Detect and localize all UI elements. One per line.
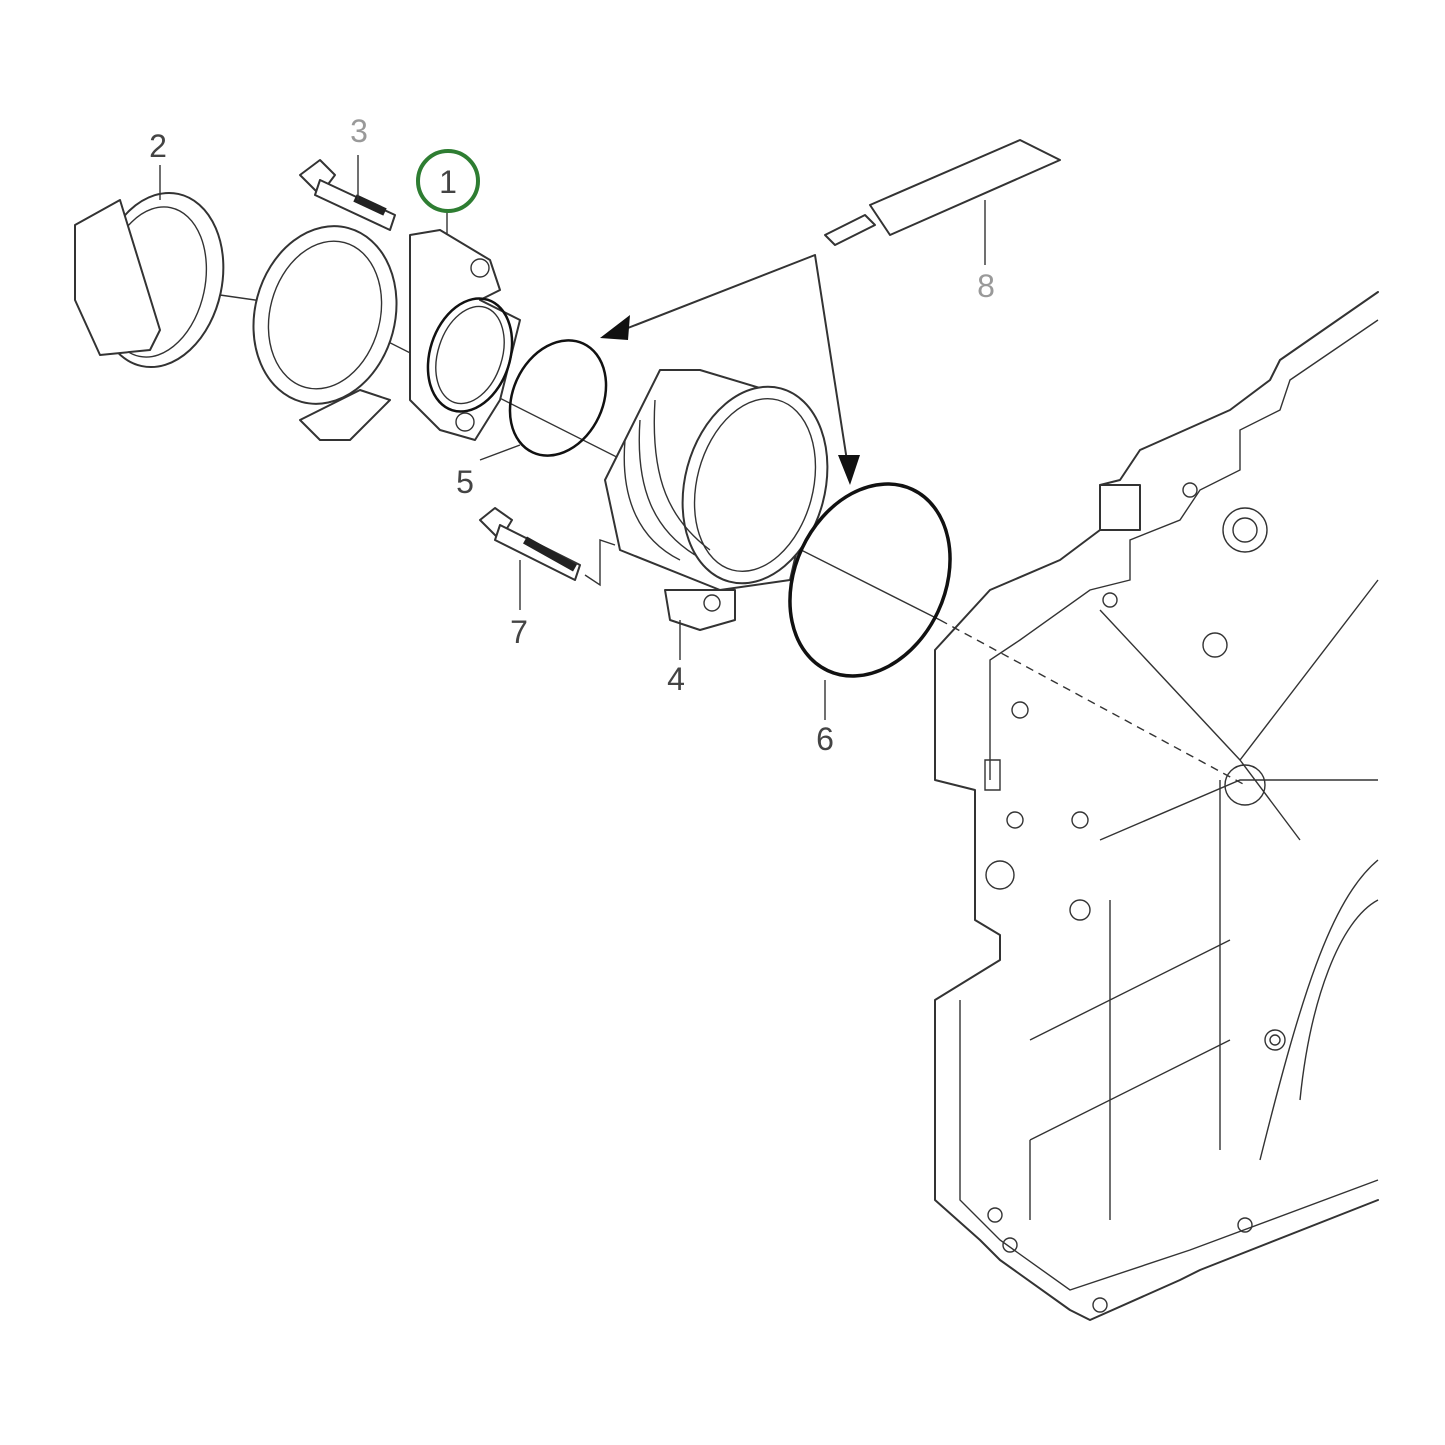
callout-4[interactable]: 4: [667, 661, 685, 697]
part-3-bolt: [299, 159, 396, 231]
callout-6[interactable]: 6: [816, 721, 834, 757]
part-2-cap: [74, 191, 225, 369]
leader-lines: [159, 155, 986, 720]
callout-1-highlight-ring: [416, 149, 480, 213]
part-5-o-ring: [508, 339, 608, 457]
part-7-bolt: [479, 507, 616, 587]
part-8-sealant-tube: [824, 139, 1061, 246]
part-4-pipe: [604, 369, 829, 631]
callout-1[interactable]: 1: [439, 164, 457, 200]
callout-7[interactable]: 7: [510, 614, 528, 650]
part-1-housing: [252, 225, 521, 441]
callout-8[interactable]: 8: [977, 268, 995, 304]
direction-arrows: [600, 254, 860, 485]
part-6-o-ring: [788, 482, 952, 678]
callout-3[interactable]: 3: [350, 113, 368, 149]
engine-housing: [934, 291, 1379, 1321]
callouts: 1 2 3 4 5 6 7 8: [149, 113, 995, 757]
callout-5[interactable]: 5: [456, 464, 474, 500]
callout-2[interactable]: 2: [149, 128, 167, 164]
